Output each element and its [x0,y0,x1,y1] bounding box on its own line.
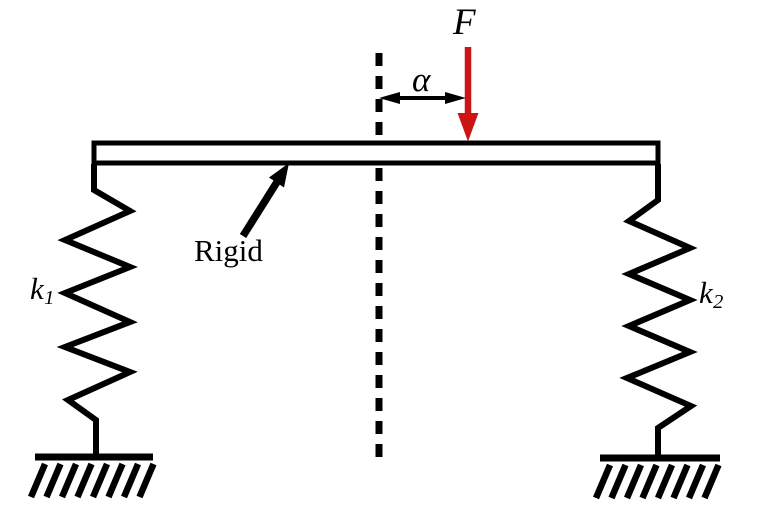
right-ground-hatching [593,463,722,500]
right-arrowhead-icon [445,92,466,104]
force-label: F [453,2,476,43]
k2-subscript: 2 [713,291,724,314]
rigid-pointer-arrow [239,163,289,238]
left-ground-hatching [28,462,157,499]
pointer-arrowhead-icon [269,163,289,188]
k1-subscript: 1 [44,287,55,310]
right-spring [619,164,698,458]
k1-base: k [30,271,44,306]
force-arrowhead-icon [457,113,479,142]
left-arrowhead-icon [379,92,400,104]
right-spring-stiffness-label: k2 [699,275,723,312]
offset-alpha-label: α [412,60,431,99]
left-spring-stiffness-label: k1 [30,271,54,308]
left-spring [56,164,138,456]
alpha-dimension-arrow [379,92,466,104]
k2-base: k [699,275,713,310]
rigid-beam-label: Rigid [194,233,263,268]
rigid-beam [91,140,661,166]
